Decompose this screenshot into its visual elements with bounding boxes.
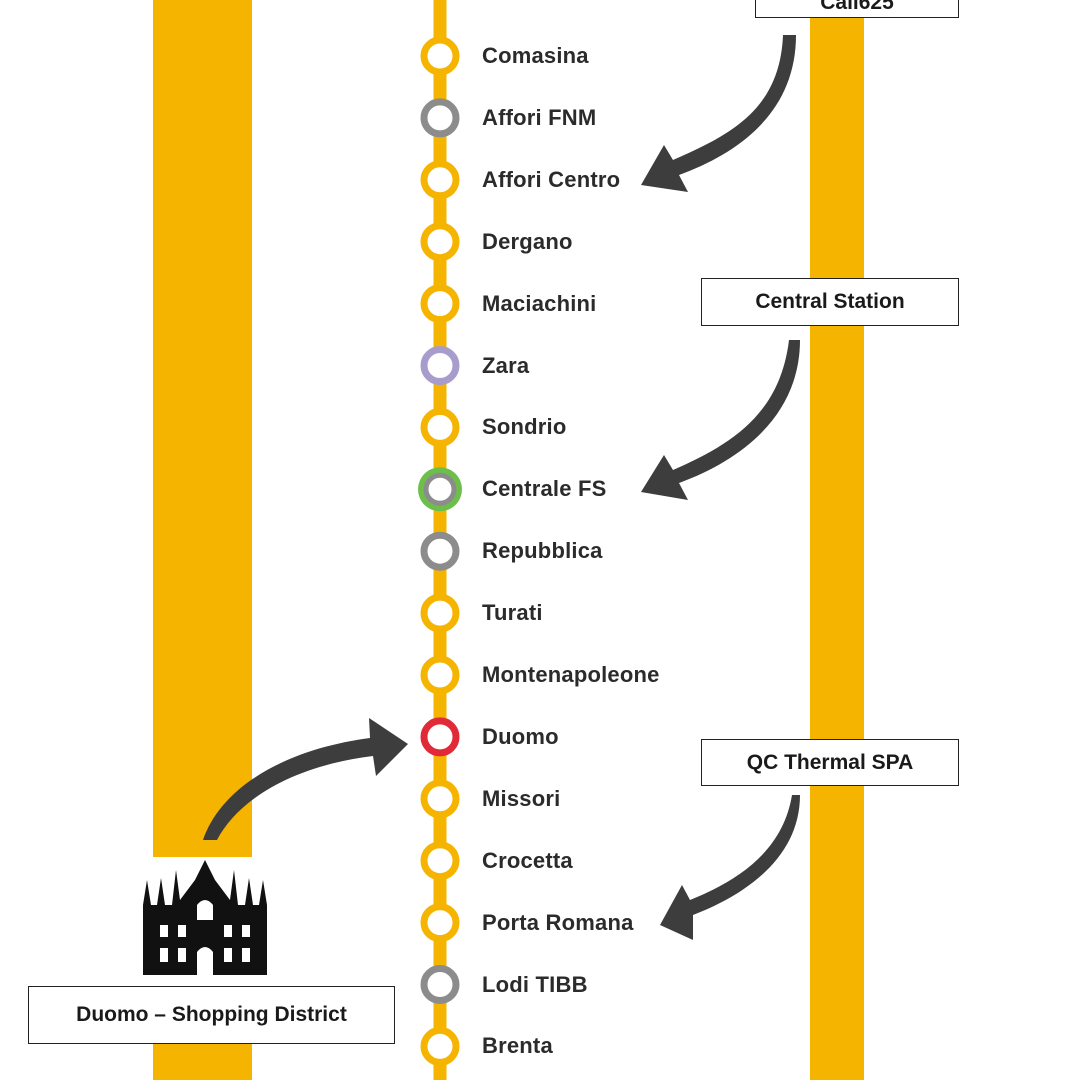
callout-duomo-shopping-district: Duomo – Shopping District bbox=[28, 986, 395, 1044]
station-label: Centrale FS bbox=[482, 476, 607, 502]
station-marker bbox=[420, 531, 460, 571]
station-marker bbox=[420, 965, 460, 1004]
station-label: Comasina bbox=[482, 43, 589, 68]
station-label: Montenapoleone bbox=[482, 662, 660, 687]
station-label: Duomo bbox=[482, 723, 559, 749]
arrow-to-affori-centro-icon bbox=[641, 35, 796, 192]
station-marker bbox=[420, 1026, 460, 1066]
arrow-to-centrale-fs-icon bbox=[641, 340, 800, 500]
callout-central-station: Central Station bbox=[701, 278, 959, 326]
duomo-cathedral-icon bbox=[143, 860, 267, 975]
arrow-to-duomo-icon bbox=[203, 718, 408, 840]
callout-qc-thermal-spa: QC Thermal SPA bbox=[701, 739, 959, 786]
station-label: Affori FNM bbox=[482, 104, 597, 130]
station-marker bbox=[420, 717, 460, 757]
station-marker bbox=[423, 472, 457, 506]
station-marker bbox=[420, 160, 460, 200]
station-marker bbox=[420, 841, 460, 881]
station-label: Lodi TIBB bbox=[482, 971, 588, 997]
right-yellow-band bbox=[810, 0, 864, 1080]
station-label: Repubblica bbox=[482, 538, 603, 564]
station-label: Turati bbox=[482, 600, 543, 626]
station-label: Maciachini bbox=[482, 290, 597, 316]
arrow-to-porta-romana-icon bbox=[660, 795, 800, 940]
station-marker bbox=[420, 903, 460, 943]
left-yellow-band-top bbox=[153, 0, 252, 857]
station-label: Affori Centro bbox=[482, 166, 621, 192]
station-marker bbox=[420, 655, 460, 695]
station-label: Missori bbox=[482, 785, 561, 811]
station-marker bbox=[420, 222, 460, 262]
callout-top: Cali625 bbox=[755, 0, 959, 18]
station-marker bbox=[420, 284, 460, 324]
station-marker bbox=[420, 779, 460, 819]
station-label: Crocetta bbox=[482, 847, 573, 873]
station-label: Sondrio bbox=[482, 414, 567, 440]
station-marker bbox=[420, 36, 460, 76]
station-label: Dergano bbox=[482, 228, 573, 254]
station-marker bbox=[420, 407, 460, 447]
station-label: Brenta bbox=[482, 1033, 553, 1059]
station-marker bbox=[420, 593, 460, 633]
station-label: Zara bbox=[482, 352, 530, 378]
station-marker bbox=[420, 346, 460, 385]
station-label: Porta Romana bbox=[482, 909, 634, 935]
station-marker bbox=[420, 98, 460, 138]
left-yellow-band-bottom bbox=[153, 1043, 252, 1080]
